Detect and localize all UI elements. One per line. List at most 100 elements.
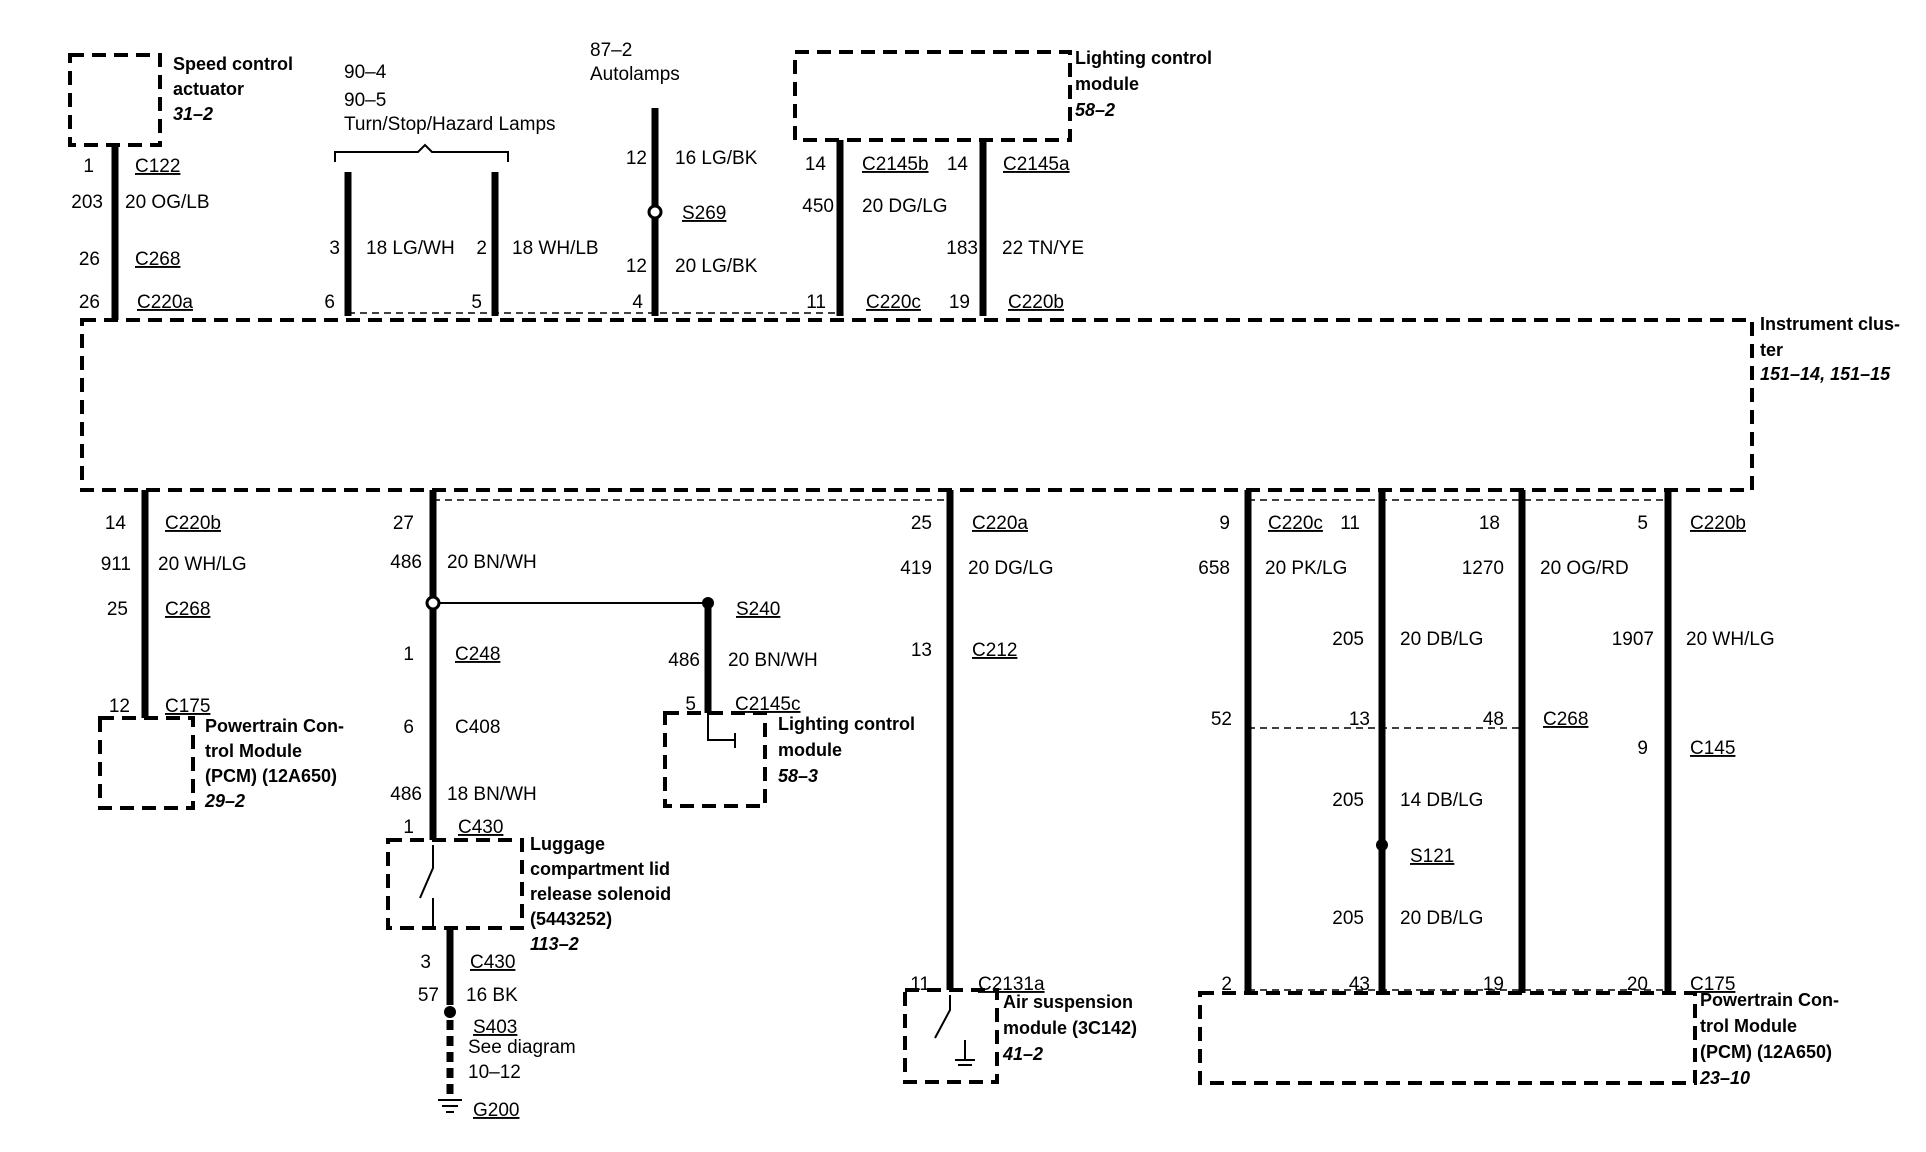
wire-label: 14 DB/LG <box>1400 790 1483 811</box>
wire-label: 205 <box>1332 790 1364 811</box>
wire-label: 5 <box>685 694 696 715</box>
wire-label: G200 <box>473 1100 519 1121</box>
svg-text:trol Module: trol Module <box>205 741 302 761</box>
pcm-right-label: Powertrain Con- trol Module (PCM) (12A65… <box>1699 990 1839 1088</box>
svg-text:release solenoid: release solenoid <box>530 884 671 904</box>
wire-label: 205 <box>1332 908 1364 929</box>
wire-label: 19 <box>1483 974 1504 995</box>
wire-label: 419 <box>900 558 932 579</box>
wire-label: 486 <box>390 784 422 805</box>
wire-label: C248 <box>455 644 500 665</box>
wire-label: 20 DB/LG <box>1400 908 1483 929</box>
svg-text:module: module <box>778 740 842 760</box>
svg-text:58–2: 58–2 <box>1075 100 1115 120</box>
wire-label: 25 <box>911 513 932 534</box>
wire-label: 911 <box>101 554 131 575</box>
svg-text:151–14, 151–15: 151–14, 151–15 <box>1760 364 1891 384</box>
svg-text:31–2: 31–2 <box>173 104 213 124</box>
splice-s240-left <box>425 595 441 611</box>
wire-label: C220c <box>866 292 921 313</box>
svg-text:90–5: 90–5 <box>344 90 386 111</box>
svg-text:Lighting control: Lighting control <box>778 714 915 734</box>
wire-label: 18 WH/LB <box>512 238 599 259</box>
wire-label: 12 <box>626 256 647 277</box>
svg-text:41–2: 41–2 <box>1002 1044 1043 1064</box>
wire-label: 20 PK/LG <box>1265 558 1347 579</box>
wire-label: 20 BN/WH <box>447 552 537 573</box>
wire-label: C220a <box>972 513 1028 534</box>
wire-label: 658 <box>1198 558 1230 579</box>
wire-label: 450 <box>802 196 834 217</box>
svg-text:Luggage: Luggage <box>530 834 605 854</box>
lighting-top-label: Lighting control module 58–2 <box>1075 48 1212 120</box>
wire-label: 1 <box>403 817 414 838</box>
wire-label: 16 BK <box>466 985 518 1006</box>
wire-label: 12 <box>109 696 130 717</box>
wire-label: 3 <box>329 238 340 259</box>
wire-label: C2145a <box>1003 154 1070 175</box>
wire-label: 52 <box>1211 709 1232 730</box>
svg-text:module: module <box>1075 74 1139 94</box>
turn-lamps-label: 90–4 90–5 Turn/Stop/Hazard Lamps <box>344 62 556 135</box>
wire-label: 18 <box>1479 513 1500 534</box>
wire-label: 19 <box>949 292 970 313</box>
wire-label: 22 TN/YE <box>1002 238 1084 259</box>
svg-text:trol Module: trol Module <box>1700 1016 1797 1036</box>
svg-text:113–2: 113–2 <box>530 934 579 954</box>
wire-label: 11 <box>910 974 930 995</box>
splice-s269 <box>647 204 663 220</box>
wire-label: C430 <box>458 817 503 838</box>
wire-label: 26 <box>79 249 100 270</box>
wire-label: C145 <box>1690 738 1735 759</box>
wire-label: S240 <box>736 599 780 620</box>
svg-text:Lighting control: Lighting control <box>1075 48 1212 68</box>
svg-text:Autolamps: Autolamps <box>590 64 680 85</box>
wire-label: 4 <box>632 292 643 313</box>
wire-label: 6 <box>324 292 335 313</box>
svg-text:Speed control: Speed control <box>173 54 293 74</box>
air-suspension-switch-icon <box>934 995 975 1066</box>
wire-label: 11 <box>806 292 826 313</box>
svg-text:(PCM) (12A650): (PCM) (12A650) <box>1700 1042 1832 1062</box>
svg-text:Air suspension: Air suspension <box>1003 992 1133 1012</box>
wire-label: 43 <box>1349 974 1370 995</box>
speed-control-label: Speed control actuator 31–2 <box>173 54 293 124</box>
splice-s121 <box>1376 839 1388 851</box>
wire-label: C220a <box>137 292 193 313</box>
svg-text:actuator: actuator <box>173 79 244 99</box>
luggage-box <box>386 838 524 930</box>
ground-note-label: See diagram 10–12 <box>468 1037 576 1083</box>
wire-label: 18 LG/WH <box>366 238 455 259</box>
svg-text:Powertrain Con-: Powertrain Con- <box>205 716 344 736</box>
wire-label: 20 OG/LB <box>125 192 210 213</box>
svg-text:module (3C142): module (3C142) <box>1003 1018 1137 1038</box>
wire-label: S269 <box>682 203 726 224</box>
luggage-label: Luggage compartment lid release solenoid… <box>530 834 671 954</box>
svg-text:58–3: 58–3 <box>778 766 818 786</box>
instrument-cluster-box <box>80 318 1754 492</box>
pcm-left-label: Powertrain Con- trol Module (PCM) (12A65… <box>204 716 344 811</box>
wire-label: 1270 <box>1462 558 1504 579</box>
turn-lamps-bracket <box>334 143 509 162</box>
wire-label: 486 <box>668 650 700 671</box>
lighting-top-box <box>793 50 1072 142</box>
wire-label: 20 WH/LG <box>158 554 247 575</box>
wire-label: 9 <box>1219 513 1230 534</box>
pcm-right-box <box>1198 991 1697 1085</box>
svg-text:Instrument clus-: Instrument clus- <box>1760 314 1900 334</box>
svg-text:(5443252): (5443252) <box>530 909 612 929</box>
svg-text:See diagram: See diagram <box>468 1037 576 1058</box>
wire-label: C220b <box>1008 292 1064 313</box>
lighting-bottom-label: Lighting control module 58–3 <box>778 714 915 786</box>
wire-label: 13 <box>911 640 932 661</box>
wire-label: 27 <box>393 513 414 534</box>
wire-label: 205 <box>1332 629 1364 650</box>
wire-label: 2 <box>476 238 487 259</box>
ground-symbol-icon <box>438 1099 462 1113</box>
wire-label: C2145c <box>735 694 801 715</box>
svg-text:10–12: 10–12 <box>468 1062 521 1083</box>
wire-label: 16 LG/BK <box>675 148 758 169</box>
wire-label: 2 <box>1221 974 1232 995</box>
wire-label: 12 <box>626 148 647 169</box>
